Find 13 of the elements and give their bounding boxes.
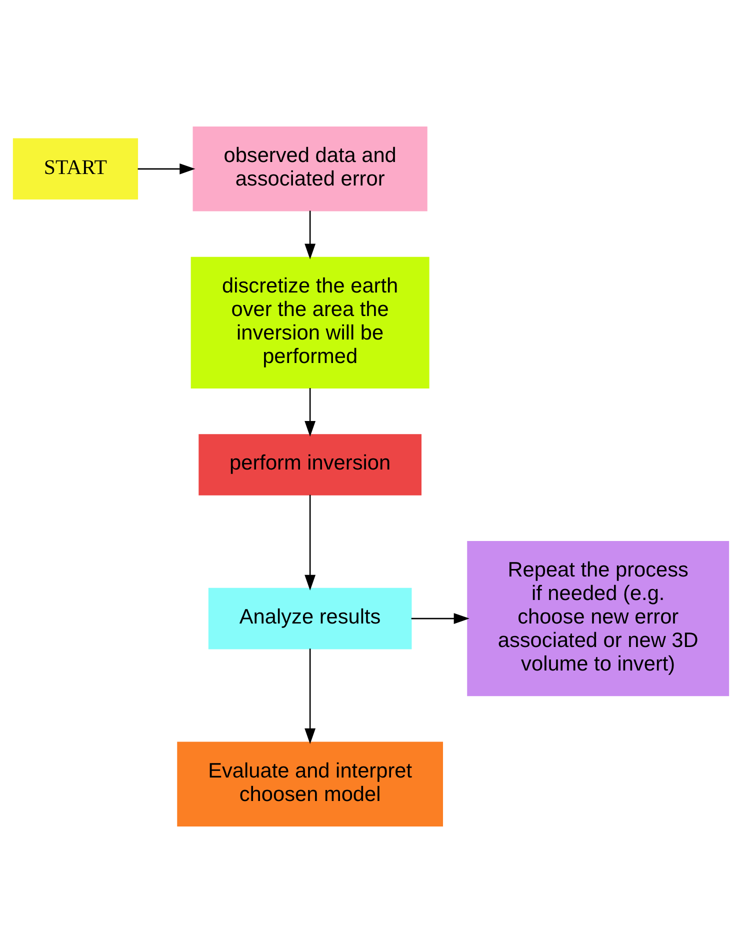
arrow (304, 494, 316, 590)
arrow (304, 388, 316, 436)
node-box: Repeat the process if needed (e.g. choose new error associated or new 3D volume to invert) (467, 540, 730, 696)
node-box: Analyze results (208, 587, 412, 649)
node-box: perform inversion (198, 434, 422, 495)
node-box: discretize the earth over the area the inversion will be performed (190, 256, 430, 388)
arrow (304, 210, 316, 259)
arrow (304, 648, 316, 744)
node-box: observed data and associated error (192, 126, 428, 211)
arrow (138, 162, 196, 174)
arrow (411, 612, 470, 624)
node-box: Evaluate and interpret choosen model (177, 741, 443, 826)
node-box: START (12, 138, 138, 200)
